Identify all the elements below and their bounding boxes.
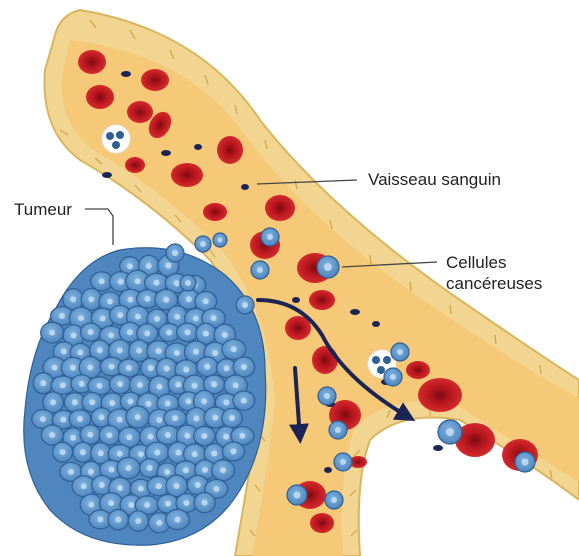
tumor-cell-icon [117, 457, 140, 478]
cancer-cells-label-line1: Cellules [446, 252, 542, 273]
tumor-cell-icon [222, 408, 242, 427]
cancer-cell-icon [213, 233, 227, 247]
tumor-cell-icon [53, 442, 73, 462]
tumor-cell-icon [33, 373, 53, 394]
red-blood-cell-icon [127, 101, 153, 123]
red-blood-cell-icon [310, 513, 334, 533]
cancer-cells-label-line2: cancéreuses [446, 273, 542, 294]
tumor-leader-line [85, 209, 113, 245]
tumor-cell-icon [73, 442, 93, 462]
red-blood-cell-icon [141, 69, 169, 91]
tumor-cell-icon [194, 493, 215, 513]
tumor-cell-icon [80, 425, 101, 444]
platelet-icon [194, 144, 202, 150]
red-blood-cell-icon [203, 203, 227, 221]
cancer-cell-icon [334, 453, 352, 471]
tumor-cell-icon [233, 391, 255, 410]
tumor-cell-icon [177, 323, 199, 341]
cancer-cell-icon [318, 387, 336, 405]
platelet-icon [161, 150, 171, 156]
tumor-cell-icon [41, 322, 64, 343]
cancer-cell-icon [325, 491, 343, 509]
platelet-icon [433, 445, 443, 451]
vessel-label: Vaisseau sanguin [368, 169, 501, 190]
tumor-label: Tumeur [14, 199, 72, 220]
cancer-cell-icon [180, 275, 196, 291]
cancer-cell-icon [166, 244, 184, 262]
cancer-cells-label: Cellules cancéreuses [446, 252, 542, 294]
white-blood-cell-icon [102, 125, 130, 153]
tumor-cell-icon [197, 357, 218, 377]
tumor-cell-icon [128, 511, 148, 531]
red-blood-cell-icon [312, 346, 338, 374]
cancer-cell-icon [251, 261, 269, 279]
red-blood-cell-icon [125, 157, 145, 173]
platelet-icon [350, 309, 360, 315]
tumor-cell-icon [233, 357, 255, 377]
tumor-cell-icon [222, 339, 246, 359]
tumor-cell-icon [109, 375, 130, 394]
tumor-cell-icon [164, 409, 186, 427]
tumor-cell-icon [194, 427, 216, 446]
tumor-cell-icon [222, 442, 244, 461]
cancer-cell-icon [384, 368, 402, 386]
platelet-icon [324, 467, 332, 473]
platelet-icon [292, 297, 300, 303]
red-blood-cell-icon [171, 163, 203, 187]
tumor-cell-icon [156, 425, 179, 444]
cancer-cell-icon [438, 420, 462, 444]
platelet-icon [121, 71, 131, 77]
red-blood-cell-icon [265, 195, 295, 221]
cancer-cell-icon [329, 421, 347, 439]
platelet-icon [241, 184, 249, 190]
red-blood-cell-icon [418, 378, 462, 412]
tumor-cell-icon [212, 460, 235, 481]
red-blood-cell-icon [78, 50, 106, 74]
platelet-icon [372, 321, 380, 327]
tumor-cell-icon [108, 509, 128, 529]
tumor-cell-icon [140, 459, 160, 478]
tumor-mass [24, 248, 266, 545]
platelet-icon [102, 172, 112, 178]
red-blood-cell-icon [86, 85, 114, 109]
red-blood-cell-icon [309, 290, 335, 310]
tumor-cell-icon [81, 323, 101, 341]
tumor-cell-icon [166, 510, 190, 530]
cancer-cell-icon [317, 256, 339, 278]
cancer-cell-icon [515, 452, 535, 472]
tumor-cell-icon [126, 406, 149, 428]
cancer-cell-icon [287, 485, 307, 505]
cancer-cell-icon [391, 343, 409, 361]
cancer-cell-icon [236, 296, 254, 314]
red-blood-cell-icon [217, 136, 243, 164]
cancer-cell-icon [195, 236, 211, 252]
cancer-cell-icon [261, 228, 279, 246]
red-blood-cell-icon [406, 361, 430, 379]
